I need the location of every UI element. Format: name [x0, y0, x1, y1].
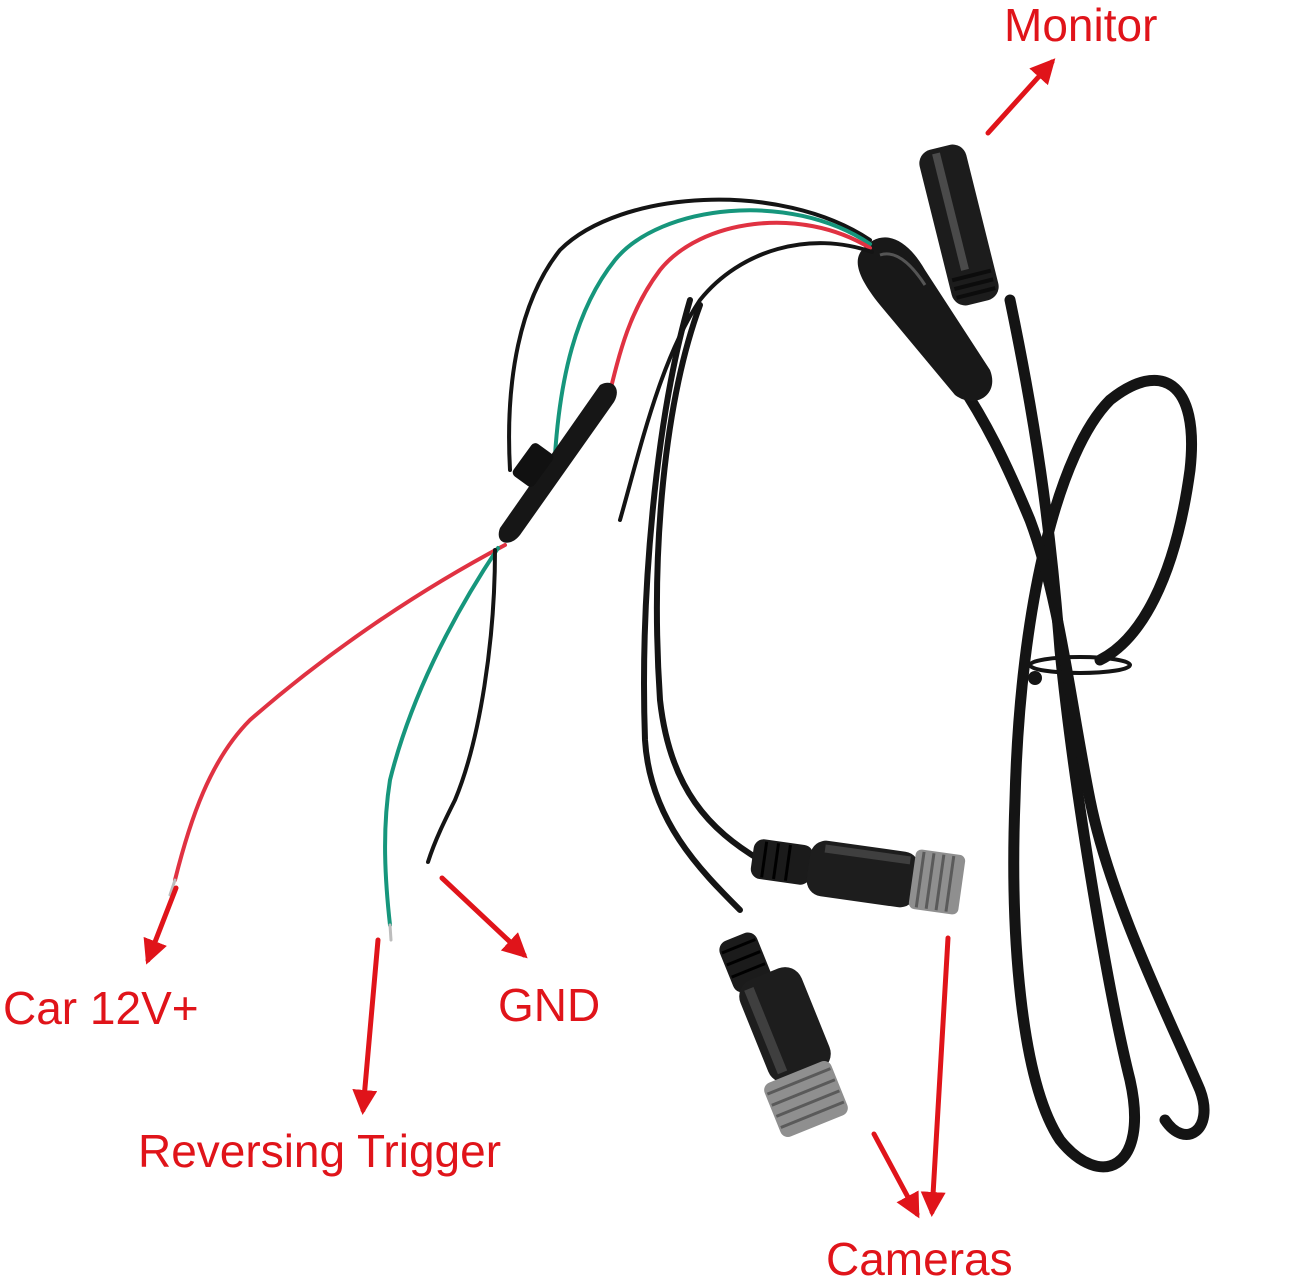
label-monitor: Monitor: [1004, 0, 1158, 51]
arrow-gnd: [439, 875, 528, 959]
cable-tie: [1028, 655, 1132, 685]
annotation-arrows: [143, 58, 1056, 1219]
monitor-connector: [919, 144, 999, 306]
label-cameras: Cameras: [826, 1233, 1013, 1285]
monitor-cable: [952, 294, 1210, 1173]
label-car-12v: Car 12V+: [3, 982, 199, 1034]
arrow-cameras-1: [920, 935, 951, 1217]
camera-connector-1: [750, 839, 966, 915]
fuse-holder: [498, 382, 617, 543]
camera-cables: [641, 297, 763, 913]
thin-wires: [507, 197, 874, 522]
label-gnd: GND: [498, 979, 601, 1031]
arrow-monitor: [985, 58, 1056, 136]
label-reversing-trigger: Reversing Trigger: [138, 1125, 502, 1177]
junction-splitter: [857, 237, 993, 401]
arrow-car-12v: [143, 885, 179, 965]
arrow-cameras-2: [871, 1131, 920, 1219]
arrow-reversing-trigger: [352, 937, 381, 1115]
camera-connector-2: [719, 932, 848, 1137]
bare-wires: [168, 543, 507, 942]
